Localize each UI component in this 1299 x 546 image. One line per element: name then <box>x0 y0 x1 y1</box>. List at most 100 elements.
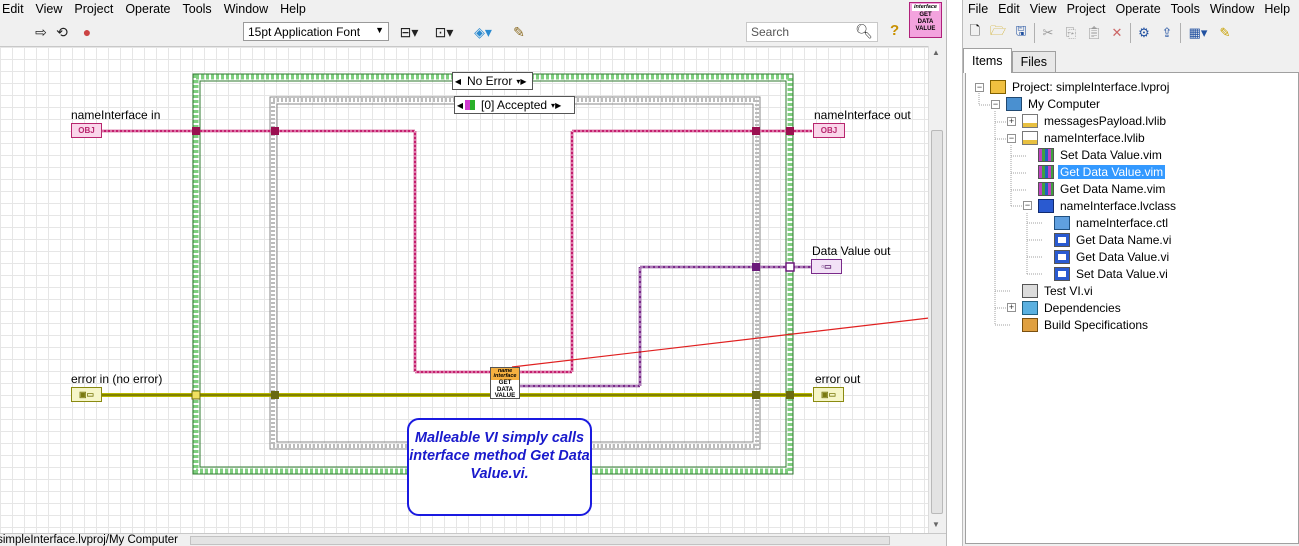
new-icon[interactable]: 🗋 <box>969 23 981 38</box>
tree-item[interactable]: Get Data Name.vi <box>1054 232 1173 248</box>
run-continuously-icon[interactable]: ⟲ <box>56 23 68 40</box>
tree-item[interactable]: Set Data Value.vim <box>1038 147 1164 163</box>
delete-icon[interactable]: ✕ <box>1111 25 1123 40</box>
data-value-wire-pattern <box>520 266 812 387</box>
expand-messages-payload-icon[interactable]: + <box>1007 116 1016 126</box>
copy-icon[interactable]: ⎘ <box>1065 25 1077 40</box>
vi-icon-line1: GET <box>919 12 932 18</box>
project-explorer-window: File Edit View Project Operate Tools Window Hel… <box>963 0 1299 546</box>
outer-case-border[interactable] <box>192 73 794 475</box>
tree-item[interactable]: Dependencies <box>1022 300 1123 316</box>
error-in-control[interactable]: ▣▭ <box>71 387 102 402</box>
decrement-case-icon[interactable]: ◀ <box>456 100 464 110</box>
scroll-up-icon[interactable]: ▲ <box>932 48 940 57</box>
tree-item[interactable]: Get Data Value.vim <box>1038 164 1166 180</box>
tab-items[interactable]: Items <box>963 48 1012 73</box>
subvi-line1: GET <box>498 379 512 386</box>
open-icon[interactable]: 🗁 <box>989 23 1007 38</box>
search-icon[interactable]: 🔍︎ <box>855 23 873 39</box>
vertical-scroll-thumb[interactable] <box>931 130 943 514</box>
case-dropdown-icon[interactable]: ▾▶ <box>551 100 562 110</box>
tree-item[interactable]: My Computer <box>1006 96 1102 112</box>
vi-connector-icon[interactable]: interface GET DATA VALUE <box>909 2 942 38</box>
menu-file[interactable]: File <box>968 1 989 16</box>
tree-item[interactable]: Set Data Value.vi <box>1054 266 1170 282</box>
horizontal-scroll-thumb[interactable] <box>190 536 890 545</box>
collapse-name-interface-lib-icon[interactable]: − <box>1007 133 1016 143</box>
outer-case-selector[interactable]: ◀ No Error ▾▶ <box>452 72 533 90</box>
expand-dependencies-icon[interactable]: + <box>1007 302 1016 312</box>
menu-help[interactable]: Help <box>1264 1 1291 16</box>
pe-toolbar: 🗋 🗁 🖫 ✂ ⎘ 📋︎ ✕ ⚙ ⇪ ▦▾ ✎ <box>965 19 1235 47</box>
subvi-header: name interface <box>491 368 519 380</box>
distribute-objects-icon[interactable]: ⊡▾ <box>434 23 454 40</box>
collapse-name-interface-class-icon[interactable]: − <box>1023 200 1032 210</box>
menu-tools[interactable]: Tools <box>1170 1 1200 16</box>
menu-view[interactable]: View <box>35 1 63 16</box>
tree-item[interactable]: Project: simpleInterface.lvproj <box>990 79 1171 95</box>
collapse-my-computer-icon[interactable]: − <box>991 99 1000 109</box>
tree-item[interactable]: nameInterface.lvlib <box>1022 130 1147 146</box>
data-value-out-label: Data Value out <box>812 244 891 258</box>
name-interface-in-control[interactable]: OBJ <box>71 123 102 138</box>
search-input[interactable]: Search 🔍︎ <box>746 22 878 42</box>
error-out-indicator[interactable]: ▣▭ <box>813 387 844 402</box>
data-value-wire[interactable] <box>520 265 812 388</box>
menu-window[interactable]: Window <box>1209 1 1255 16</box>
scroll-down-icon[interactable]: ▼ <box>932 520 940 529</box>
tree-item[interactable]: messagesPayload.lvlib <box>1022 113 1168 129</box>
get-data-value-subvi[interactable]: name interface GET DATA VALUE <box>490 367 520 399</box>
collapse-project-icon[interactable]: − <box>975 82 984 92</box>
tab-files[interactable]: Files <box>1011 51 1056 72</box>
tree-item[interactable]: Get Data Name.vim <box>1038 181 1167 197</box>
tree-item[interactable]: Build Specifications <box>1022 317 1150 333</box>
name-interface-out-indicator[interactable]: OBJ <box>813 123 845 138</box>
reorder-icon[interactable]: ◈▾ <box>474 23 492 40</box>
status-path: simpleInterface.lvproj/My Computer <box>0 534 178 546</box>
menu-project[interactable]: Project <box>1066 1 1106 16</box>
project-tree[interactable]: − − + − − + Project: simpleInterface.lvp… <box>965 72 1299 544</box>
align-objects-icon[interactable]: ⊟▾ <box>399 23 419 40</box>
menu-view[interactable]: View <box>1029 1 1057 16</box>
tree-item[interactable]: nameInterface.ctl <box>1054 215 1170 231</box>
build-icon[interactable]: ⚙ <box>1138 25 1150 40</box>
cut-icon[interactable]: ✂ <box>1042 25 1054 40</box>
menu-project[interactable]: Project <box>74 1 114 16</box>
error-in-label: error in (no error) <box>71 372 163 386</box>
toolbar-separator <box>1130 23 1131 43</box>
menu-operate[interactable]: Operate <box>1115 1 1161 16</box>
deploy-icon[interactable]: ⇪ <box>1161 25 1173 40</box>
menu-edit[interactable]: Edit <box>998 1 1020 16</box>
save-all-icon[interactable]: 🖫 <box>1015 23 1027 38</box>
subvi-line3: VALUE <box>494 392 516 399</box>
inner-case-selector[interactable]: ◀ [0] Accepted ▾▶ <box>454 96 575 114</box>
menu-edit[interactable]: Edit <box>2 1 24 16</box>
menu-help[interactable]: Help <box>280 1 306 16</box>
tree-item[interactable]: Get Data Value.vi <box>1054 249 1171 265</box>
window-splitter[interactable] <box>946 0 963 546</box>
menu-window[interactable]: Window <box>223 1 269 16</box>
context-help-icon[interactable]: ? <box>890 22 900 39</box>
cleanup-diagram-icon[interactable]: ✎ <box>513 23 525 40</box>
vi-icon-line3: VALUE <box>915 26 936 32</box>
decrement-case-icon[interactable]: ◀ <box>454 76 462 86</box>
case-dropdown-icon[interactable]: ▾▶ <box>516 76 527 86</box>
outer-case-frame <box>193 74 793 474</box>
build-icon <box>1022 318 1038 332</box>
abort-icon[interactable]: ● <box>82 24 92 40</box>
menu-operate[interactable]: Operate <box>125 1 171 16</box>
paste-icon[interactable]: 📋︎ <box>1085 25 1103 40</box>
view-options-icon[interactable]: ▦▾ <box>1188 25 1208 40</box>
vertical-scrollbar[interactable]: ▲ ▼ <box>928 46 944 533</box>
project-icon <box>990 80 1006 94</box>
class-wire[interactable] <box>102 129 812 374</box>
menu-tools[interactable]: Tools <box>182 1 212 16</box>
data-value-out-indicator[interactable]: ▫▭ <box>811 259 842 274</box>
source-control-icon[interactable]: ✎ <box>1219 25 1231 40</box>
tree-item[interactable]: nameInterface.lvclass <box>1038 198 1178 214</box>
font-selector[interactable]: 15pt Application Font ▼ <box>243 22 389 41</box>
tree-item[interactable]: Test VI.vi <box>1022 283 1095 299</box>
run-arrow-icon[interactable]: ⇨ <box>35 23 47 40</box>
outer-case-label: No Error <box>467 74 513 88</box>
